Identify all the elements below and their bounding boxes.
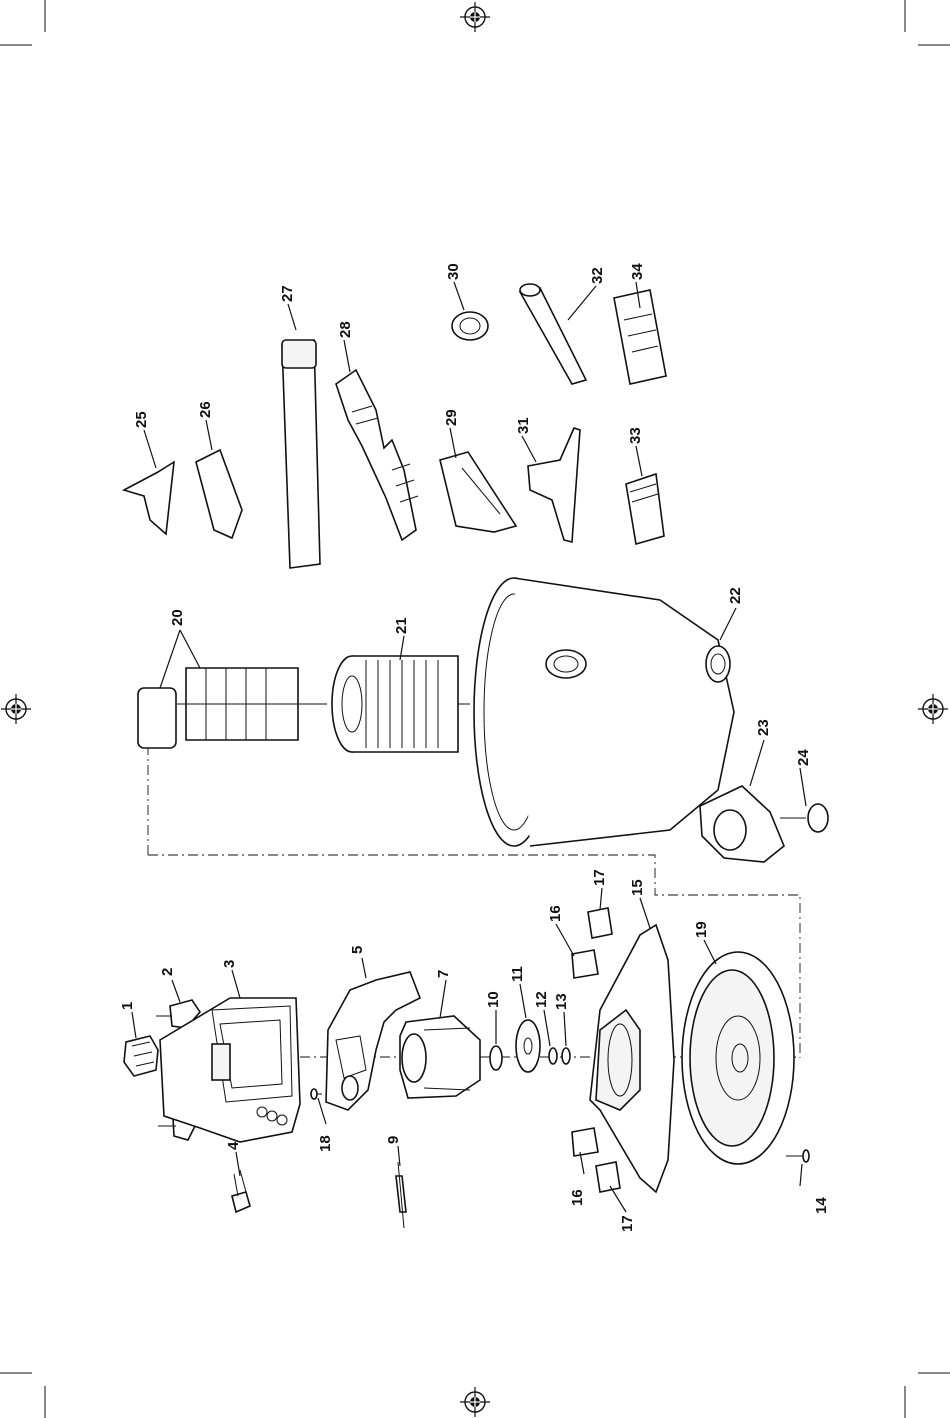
- callout-31: 31: [515, 417, 532, 434]
- callout-16-lower: 16: [569, 1189, 586, 1206]
- callout-15: 15: [629, 879, 646, 896]
- callout-29: 29: [443, 409, 460, 426]
- part-crevice-tool: [520, 284, 586, 384]
- callout-2: 2: [159, 968, 176, 976]
- callout-7: 7: [435, 970, 452, 978]
- part-claw-nozzle: [124, 462, 174, 534]
- callout-24: 24: [795, 749, 812, 766]
- part-hose: [336, 370, 418, 540]
- part-caster-base: [682, 952, 794, 1164]
- callout-3: 3: [221, 960, 238, 968]
- part-caster: [780, 804, 828, 832]
- part-screw: [786, 1150, 809, 1162]
- callout-12: 12: [533, 991, 550, 1008]
- callout-26: 26: [197, 401, 214, 418]
- part-brush: [396, 1162, 406, 1228]
- callout-22: 22: [727, 587, 744, 604]
- callout-23: 23: [755, 719, 772, 736]
- part-filter-cage: [138, 668, 320, 748]
- registration-mark-icon: [460, 1387, 490, 1417]
- part-drum: [474, 578, 734, 846]
- part-cartridge-filter: [332, 656, 458, 752]
- part-screw-18: [310, 1089, 322, 1099]
- part-utility-nozzle: [196, 450, 242, 538]
- part-floor-nozzle: [528, 428, 580, 542]
- callout-10: 10: [485, 991, 502, 1008]
- part-cord-clip: [232, 1170, 250, 1212]
- callout-18: 18: [317, 1135, 334, 1152]
- callout-17-upper: 17: [591, 869, 608, 886]
- callout-11: 11: [509, 966, 526, 982]
- callout-33: 33: [627, 427, 644, 444]
- callout-17-lower: 17: [619, 1215, 636, 1232]
- part-handle-switch: [124, 1036, 158, 1076]
- part-gulper-nozzle: [440, 452, 516, 532]
- part-extension-wand: [282, 340, 320, 568]
- callout-32: 32: [589, 267, 606, 284]
- registration-mark-icon: [1, 694, 31, 724]
- callout-20: 20: [169, 609, 186, 626]
- callout-16-upper: 16: [547, 905, 564, 922]
- part-caster-housing: [700, 786, 784, 862]
- callout-28: 28: [337, 321, 354, 338]
- callout-1: 1: [119, 1002, 136, 1010]
- part-motor: [400, 1016, 480, 1098]
- callout-13: 13: [553, 993, 570, 1010]
- callout-9: 9: [385, 1136, 402, 1144]
- part-hose-adapter: [626, 474, 664, 544]
- callout-14: 14: [813, 1197, 830, 1214]
- callout-21: 21: [393, 617, 410, 634]
- callout-30: 30: [445, 263, 462, 280]
- callout-4: 4: [225, 1141, 242, 1150]
- part-adapter: [452, 312, 488, 340]
- registration-mark-icon: [918, 694, 948, 724]
- registration-mark-icon: [460, 2, 490, 32]
- callout-5: 5: [349, 946, 366, 954]
- part-fan-assembly: [490, 1020, 570, 1072]
- callout-19: 19: [693, 921, 710, 938]
- part-lid: [590, 925, 674, 1192]
- callout-27: 27: [279, 285, 296, 302]
- callout-34: 34: [629, 263, 646, 280]
- callout-25: 25: [133, 411, 150, 428]
